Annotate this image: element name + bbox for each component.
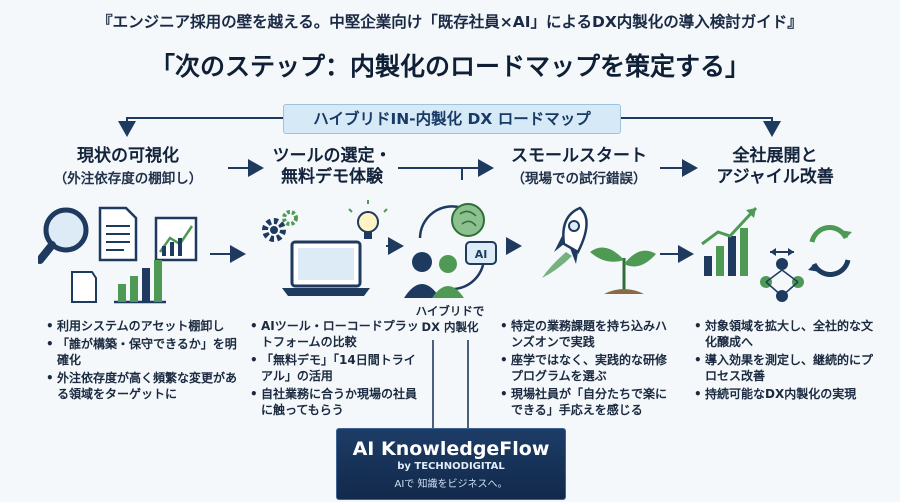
guide-supertitle: 『エンジニア採用の壁を越える。中堅企業向け「既存社員×AI」によるDX内製化の導… (97, 13, 803, 31)
stage-3-header: スモールスタート （現場での試行錯誤） (494, 146, 664, 188)
brand-byline: by TECHNODIGITAL (397, 461, 505, 472)
hub-illustration: AI (404, 203, 497, 298)
document-icon (98, 206, 138, 262)
brand-name: AI KnowledgeFlow (352, 438, 550, 460)
stage-1-bullet-2: 「誰が構築・保守できるか」を明確化 (46, 336, 242, 368)
rocket-icon (542, 206, 588, 278)
stage-4-title-line1: 全社展開と (732, 146, 818, 166)
stage-4-header: 全社展開と アジャイル改善 (700, 146, 850, 188)
magnifier-icon (38, 207, 89, 264)
lightbulb-icon (348, 200, 388, 239)
gear-icon (262, 218, 286, 242)
ai-badge-text: AI (475, 248, 488, 261)
stage-1-bullets: 利用システムのアセット棚卸し 「誰が構築・保守できるか」を明確化 外注依存度が高… (46, 318, 242, 404)
stage-1-bullet-3: 外注依存度が高く頻繁な変更がある領域をターゲットに (46, 370, 242, 402)
stage-1-title: 現状の可視化 (77, 146, 179, 166)
stage-2-bullets: AIツール・ローコードプラットフォームの比較 「無料デモ」「14日間トライアル」… (250, 318, 426, 420)
stage-1-illustration (38, 206, 198, 304)
stage-4-illustration (701, 206, 852, 302)
stage-3-bullet-2: 座学ではなく、実践的な研修プログラムを選ぶ (500, 352, 668, 384)
chart-document-icon (154, 216, 198, 262)
brain-icon (451, 203, 485, 237)
sprout-icon (590, 247, 656, 294)
page-title: 「次のステップ：内製化のロードマップを策定する」 (149, 52, 750, 81)
stage-4-bullet-2: 導入効果を測定し、継続的にプロセス改善 (694, 352, 874, 384)
brand-box: AI KnowledgeFlow by TECHNODIGITAL AIで 知識… (336, 428, 566, 500)
bar-chart-icon (114, 260, 166, 304)
stage-4-bullets: 対象領域を拡大し、全社的な文化醸成へ 導入効果を測定し、継続的にプロセス改善 持… (694, 318, 874, 404)
person-man-icon (404, 252, 440, 298)
ai-chat-icon: AI (465, 241, 497, 265)
stage-3-title: スモールスタート (511, 146, 647, 166)
stage-3-bullet-1: 特定の業務課題を持ち込みハンズオンで実践 (500, 318, 668, 350)
roadmap-banner: ハイブリドIN-内製化 DX ロードマップ (283, 104, 621, 134)
stage-2-bullet-1: AIツール・ローコードプラットフォームの比較 (250, 318, 426, 350)
banner-bracket-left (118, 117, 283, 137)
stage-3-subtitle: （現場での試行錯誤） (511, 171, 647, 187)
stage-3-bullet-3: 現場社員が「自分たちで楽にできる」手応えを感じる (500, 386, 668, 418)
stage-2-bullet-3: 自社業務に合うか現場の社員に触ってもらう (250, 386, 426, 418)
stage-1-bullet-1: 利用システムのアセット棚卸し (46, 318, 242, 334)
banner-bracket-right (619, 117, 781, 137)
stage-2-illustration (262, 200, 388, 296)
double-arrow-icon (770, 248, 794, 256)
person-woman-icon (432, 255, 464, 298)
folder-icon (71, 271, 97, 303)
hub-label-line1: ハイブリドで (415, 304, 485, 318)
stage-2-bullet-2: 「無料デモ」「14日間トライアル」の活用 (250, 352, 426, 384)
growth-chart-icon (701, 206, 758, 276)
laptop-icon (282, 240, 370, 296)
stage-3-bullets: 特定の業務課題を持ち込みハンズオンで実践 座学ではなく、実践的な研修プログラムを… (500, 318, 668, 420)
hub-label-line2: DX 内製化 (421, 320, 479, 334)
stage-2-header: ツールの選定・ 無料デモ体験 (262, 146, 402, 188)
stage-4-bullet-3: 持続可能なDX内製化の実現 (694, 386, 874, 402)
stage-3-illustration (542, 206, 656, 294)
stage-2-title-line1: ツールの選定・ (272, 146, 392, 166)
brand-tagline: AIで 知識をビジネスへ。 (394, 479, 508, 490)
stage-2-title-line2: 無料デモ体験 (281, 167, 383, 187)
hub-label: ハイブリドで DX 内製化 (398, 303, 502, 335)
stage-4-title-line2: アジャイル改善 (716, 167, 834, 187)
team-network-icon (760, 258, 804, 302)
stage-1-header: 現状の可視化 （外注依存度の棚卸し） (38, 146, 218, 188)
arrow-stage2-to-hub (398, 167, 463, 180)
stage-4-bullet-1: 対象領域を拡大し、全社的な文化醸成へ (694, 318, 874, 350)
stage-1-subtitle: （外注依存度の棚卸し） (53, 171, 203, 187)
continuous-cycle-icon (808, 225, 852, 277)
small-gear-icon (282, 210, 298, 226)
